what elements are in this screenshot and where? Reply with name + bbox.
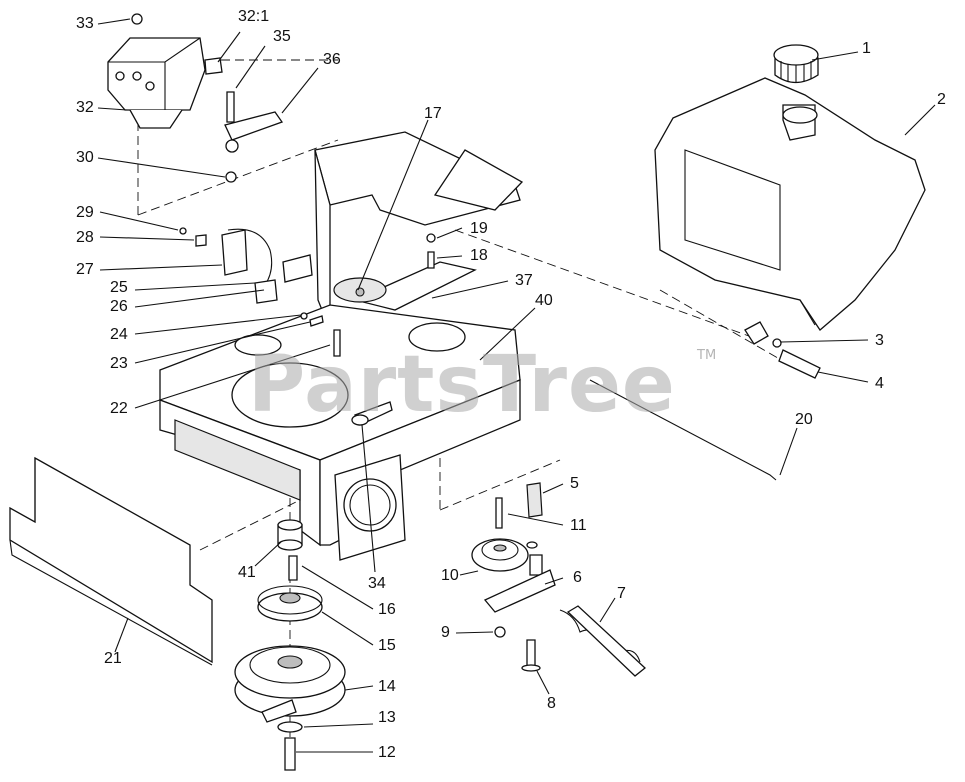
callout-20: 20	[795, 411, 813, 428]
callout-9: 9	[441, 624, 450, 641]
callout-12: 12	[378, 744, 396, 761]
nut-33	[131, 13, 143, 25]
callout-18: 18	[470, 247, 488, 264]
callout-5: 5	[570, 475, 579, 492]
fuel-cap	[773, 44, 819, 84]
switch-assembly	[179, 227, 313, 304]
callout-7: 7	[617, 585, 626, 602]
callout-15: 15	[378, 637, 396, 654]
callout-28: 28	[76, 229, 94, 246]
drive-pulley	[257, 585, 323, 622]
callout-19: 19	[470, 220, 488, 237]
callout-32: 32	[76, 99, 94, 116]
washer-13	[277, 721, 303, 733]
leader-lines	[97, 18, 936, 753]
electric-clutch	[234, 645, 346, 723]
callout-30: 30	[76, 149, 94, 166]
callout-13: 13	[378, 709, 396, 726]
watermark-text: PartsTree	[248, 340, 676, 430]
callout-16: 16	[378, 601, 396, 618]
callout-8: 8	[547, 695, 556, 712]
callout-36: 36	[323, 51, 341, 68]
callout-32-1: 32:1	[238, 8, 270, 25]
ignition-module	[107, 37, 206, 129]
bracket-lever	[224, 91, 284, 153]
callout-21: 21	[104, 650, 122, 667]
belt-guard	[9, 456, 213, 666]
callout-26: 26	[110, 298, 128, 315]
callout-10: 10	[441, 567, 459, 584]
fuel-fitting-hose	[744, 321, 821, 379]
callout-41: 41	[238, 564, 256, 581]
callout-22: 22	[110, 400, 128, 417]
callout-27: 27	[76, 261, 94, 278]
callout-34: 34	[368, 575, 386, 592]
callout-35: 35	[273, 28, 291, 45]
frame-openings	[231, 277, 466, 428]
callout-37: 37	[515, 272, 533, 289]
callout-40: 40	[535, 292, 553, 309]
callout-25: 25	[110, 279, 128, 296]
callout-24: 24	[110, 326, 128, 343]
callout-33: 33	[76, 15, 94, 32]
small-fasteners	[300, 233, 436, 357]
callout-3: 3	[875, 332, 884, 349]
callout-6: 6	[573, 569, 582, 586]
fuel-tank	[654, 77, 926, 331]
callout-4: 4	[875, 375, 884, 392]
ignition-fitting	[204, 57, 223, 75]
nut-30	[225, 171, 237, 183]
watermark-trademark: TM	[697, 348, 717, 363]
callout-17: 17	[424, 105, 442, 122]
key-16	[288, 555, 298, 581]
bolt-12	[284, 737, 296, 771]
idler-pulley-assembly	[471, 482, 556, 672]
callout-23: 23	[110, 355, 128, 372]
callout-29: 29	[76, 204, 94, 221]
callout-11: 11	[570, 517, 587, 534]
callout-1: 1	[862, 40, 871, 57]
spring	[559, 605, 646, 677]
callout-2: 2	[937, 91, 946, 108]
callout-14: 14	[378, 678, 396, 695]
fuel-line-rod	[589, 379, 777, 481]
bracket-40	[351, 401, 393, 426]
spacer-41	[277, 519, 303, 551]
